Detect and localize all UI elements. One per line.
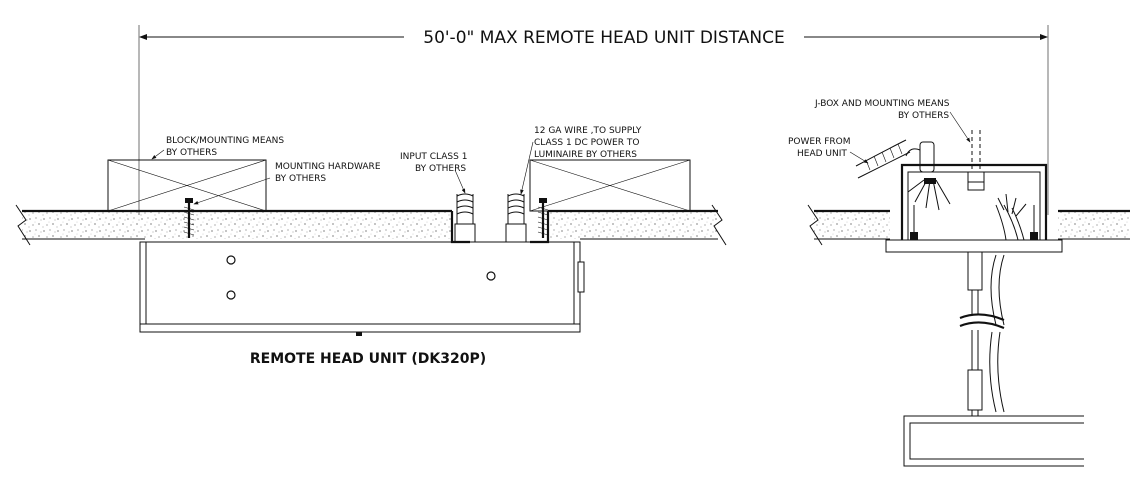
- callout-jbox: J-BOX AND MOUNTING MEANS BY OTHERS: [814, 99, 952, 121]
- leader-lines-left: [151, 141, 534, 205]
- dimension-line: 50'-0" MAX REMOTE HEAD UNIT DISTANCE: [138, 25, 1049, 215]
- wire-bundle: [995, 193, 1027, 241]
- luminaire-fixture: [903, 415, 1084, 467]
- right-view: J-BOX AND MOUNTING MEANS BY OTHERS POWER…: [788, 99, 1130, 467]
- callout-mounting-hardware: MOUNTING HARDWARE BY OTHERS: [275, 162, 383, 184]
- mounting-block-left: [107, 159, 267, 212]
- wire-fitting: [505, 193, 527, 243]
- left-view: BLOCK/MOUNTING MEANS BY OTHERS MOUNTING …: [15, 126, 727, 367]
- drop-cord: [959, 251, 1005, 416]
- mounting-stud: [967, 130, 985, 191]
- callout-input-class: INPUT CLASS 1 BY OTHERS: [400, 152, 470, 174]
- callout-block-mounting: BLOCK/MOUNTING MEANS BY OTHERS: [166, 136, 287, 158]
- input-fitting: [454, 193, 476, 243]
- mounting-block-right: [529, 159, 691, 212]
- callout-power-from: POWER FROM HEAD UNIT: [788, 137, 853, 159]
- callout-wire-supply: 12 GA WIRE ,TO SUPPLY CLASS 1 DC POWER T…: [534, 126, 644, 160]
- cable-connector: [855, 139, 951, 211]
- junction-box: [885, 163, 1063, 253]
- screw-left: [183, 198, 195, 238]
- remote-head-unit-housing: [139, 241, 585, 336]
- screw-right: [537, 198, 549, 238]
- ceiling-slab-right: [807, 204, 1130, 246]
- dimension-label: 50'-0" MAX REMOTE HEAD UNIT DISTANCE: [423, 28, 784, 48]
- leader-lines-right: [849, 111, 971, 164]
- left-view-caption: REMOTE HEAD UNIT (DK320P): [250, 351, 486, 367]
